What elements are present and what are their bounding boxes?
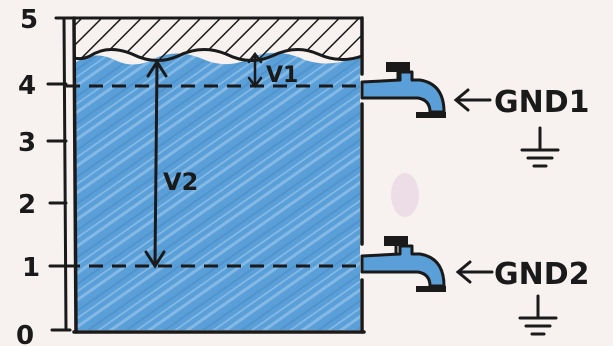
gnd1-label: GND1 (494, 85, 590, 120)
y-axis (46, 16, 76, 332)
water-fill (76, 52, 360, 331)
tick-label-1: 1 (22, 253, 40, 283)
ground-1-icon (520, 126, 560, 168)
v2-label: V2 (163, 168, 198, 196)
gnd1-arrow (453, 88, 492, 112)
level-lines (66, 84, 364, 268)
v1-arrow (247, 51, 263, 89)
gnd2-label: GND2 (494, 257, 590, 292)
tick-label-3: 3 (18, 128, 36, 158)
tank-walls (72, 16, 366, 334)
tick-label-2: 2 (18, 190, 36, 220)
paper-smudge (391, 173, 419, 217)
gnd2-arrow (455, 260, 494, 284)
tick-label-4: 4 (18, 71, 36, 101)
v2-arrow (144, 59, 168, 269)
ground-2-icon (518, 294, 558, 336)
upper-spout (360, 62, 446, 118)
y-tick-labels: 5 4 3 2 1 0 (16, 5, 40, 346)
tank-lid-hatched (72, 16, 364, 62)
tick-label-5: 5 (20, 5, 38, 35)
v1-label: V1 (266, 63, 298, 88)
lower-spout (360, 236, 446, 292)
tick-label-0: 0 (16, 321, 34, 346)
